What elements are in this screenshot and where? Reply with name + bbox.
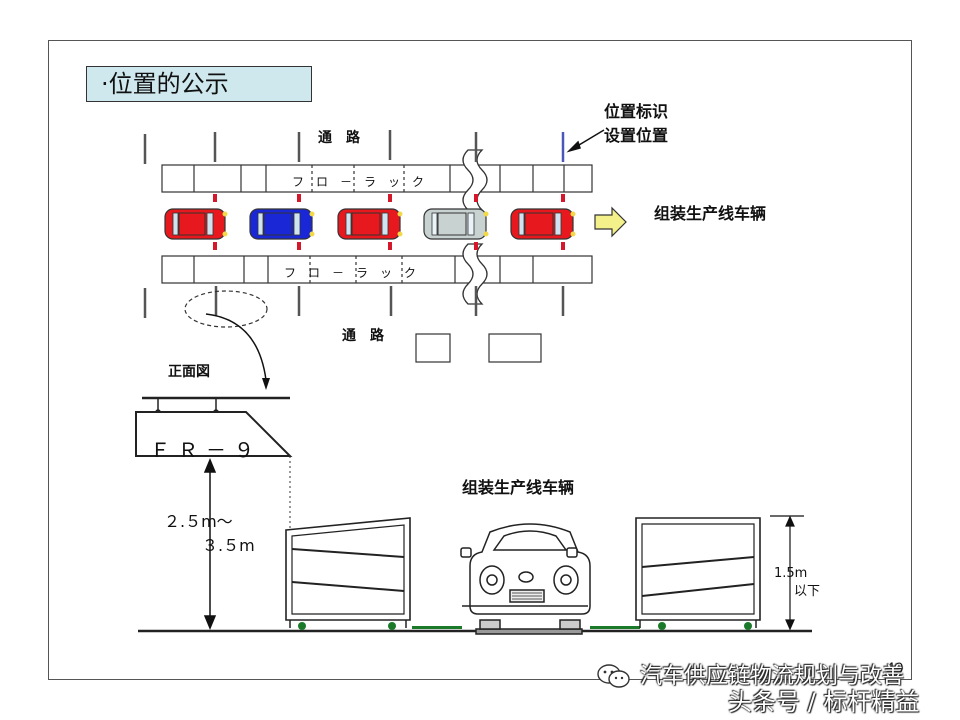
watermark-line2: 头条号 / 标杆精益 <box>728 688 920 716</box>
flow-rack-label-bottom: フロ－ラック <box>284 266 429 280</box>
red-location-markers <box>213 194 565 254</box>
car-top-view-1 <box>164 208 228 240</box>
car-top-view-5 <box>510 208 576 240</box>
aisle-label-bottom: 通 路 <box>342 328 384 344</box>
slide-title: ·位置的公示 <box>86 66 312 102</box>
floor-box-2 <box>488 333 542 363</box>
lower-marker-posts <box>143 286 565 318</box>
upper-marker-posts <box>143 130 478 164</box>
left-flow-rack-front <box>285 517 411 628</box>
rack-wheel <box>298 622 306 630</box>
break-mark-bottom <box>462 243 488 305</box>
vehicles-label-top: 组装生产线车辆 <box>654 204 767 223</box>
rack-wheel <box>388 622 396 630</box>
hanging-sign <box>135 396 293 457</box>
line-direction-arrow <box>594 206 627 238</box>
height-range-line1: ２.５m～ <box>164 512 233 531</box>
rack-height-suffix: 以下 <box>794 584 821 599</box>
rack-wheel <box>658 622 666 630</box>
rack-wheel <box>744 622 752 630</box>
wechat-icon <box>597 664 630 688</box>
front-view-label: 正面図 <box>168 364 210 380</box>
car-top-view-3 <box>337 208 403 240</box>
page-number: 49 <box>886 661 904 677</box>
right-flow-rack-front <box>635 517 761 628</box>
vehicles-label-bottom: 组装生产线车辆 <box>462 478 575 497</box>
watermark-line1: 汽车供应链物流规划与改善 <box>640 664 905 689</box>
car-top-view-4 <box>423 208 489 240</box>
floor-box-1 <box>415 333 451 363</box>
lower-flow-rack <box>161 255 593 284</box>
rack-height-value: 1.5m <box>774 566 808 581</box>
marker-note-label: 位置标识 设置位置 <box>604 100 668 148</box>
sign-code: ＦＲ－９ <box>150 438 262 462</box>
marker-note-line1: 位置标识 <box>604 102 669 121</box>
rack-height-dimension <box>770 515 804 631</box>
focus-arrow-head <box>262 378 270 390</box>
marker-note-arrow <box>566 129 605 153</box>
upper-flow-rack <box>161 164 593 193</box>
height-range-line2: ３.５m <box>186 536 255 555</box>
focus-curved-arrow <box>205 313 267 381</box>
car-front-view <box>460 523 591 635</box>
aisle-label-top: 通 路 <box>318 130 360 146</box>
car-top-view-2 <box>249 208 315 240</box>
marker-note-line2: 设置位置 <box>604 126 669 145</box>
flow-rack-label-top: フロ－ラック <box>292 175 437 189</box>
rail-segment <box>412 626 462 629</box>
rail-segment <box>590 626 640 629</box>
focus-ellipse <box>184 290 268 328</box>
sign-height-dimension <box>203 458 217 630</box>
